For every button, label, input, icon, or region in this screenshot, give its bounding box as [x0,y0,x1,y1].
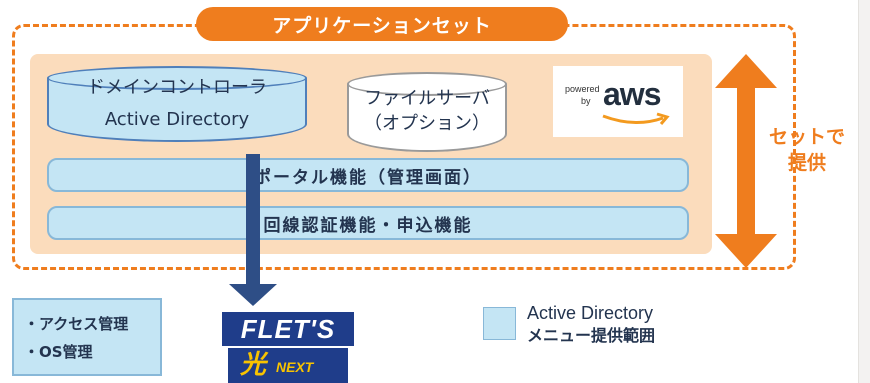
down-arrow-icon [229,284,277,306]
os-management-item: ・OS管理 [24,343,93,361]
flets-hikari-next-panel: 光 NEXT [228,348,348,383]
domain-controller-cylinder: ドメインコントローラ Active Directory [47,66,307,142]
management-box: ・アクセス管理 ・OS管理 [12,298,162,376]
auth-function-bar: 回線認証機能・申込機能 [47,206,689,240]
flets-logo-text: FLET'S [222,312,354,346]
aws-by-text: by [581,96,591,106]
active-directory-label: Active Directory [104,109,250,130]
portal-function-bar: ポータル機能（管理画面） [47,158,689,192]
portal-function-label: ポータル機能（管理画面） [254,167,482,188]
aws-logo-text: aws [603,76,661,112]
legend-description: メニュー提供範囲 [527,326,656,345]
flets-next-text: NEXT [276,359,314,375]
application-set-title: アプリケーションセット [196,7,568,41]
set-provided-line1: セットで [768,126,845,148]
file-server-cylinder: ファイルサーバ （オプション） [347,72,507,152]
auth-function-label: 回線認証機能・申込機能 [263,215,473,236]
legend-swatch [483,307,516,340]
legend-title: Active Directory [527,303,654,323]
file-server-option-label: （オプション） [364,113,490,134]
flets-logo: FLET'S 光 NEXT [222,312,354,383]
file-server-label: ファイルサーバ [364,88,490,109]
aws-powered-text: powered [565,84,600,94]
domain-controller-label: ドメインコントローラ [87,77,267,98]
access-management-item: ・アクセス管理 [24,315,129,333]
connector-line [246,154,260,288]
set-provided-line2: 提供 [787,152,826,174]
set-provided-label: セットで 提供 [760,124,854,176]
aws-smile-icon [602,112,670,125]
flets-hikari-text: 光 [240,350,267,380]
aws-badge: powered by aws [553,66,683,137]
right-strip [858,0,870,383]
double-arrow-icon [715,54,777,268]
